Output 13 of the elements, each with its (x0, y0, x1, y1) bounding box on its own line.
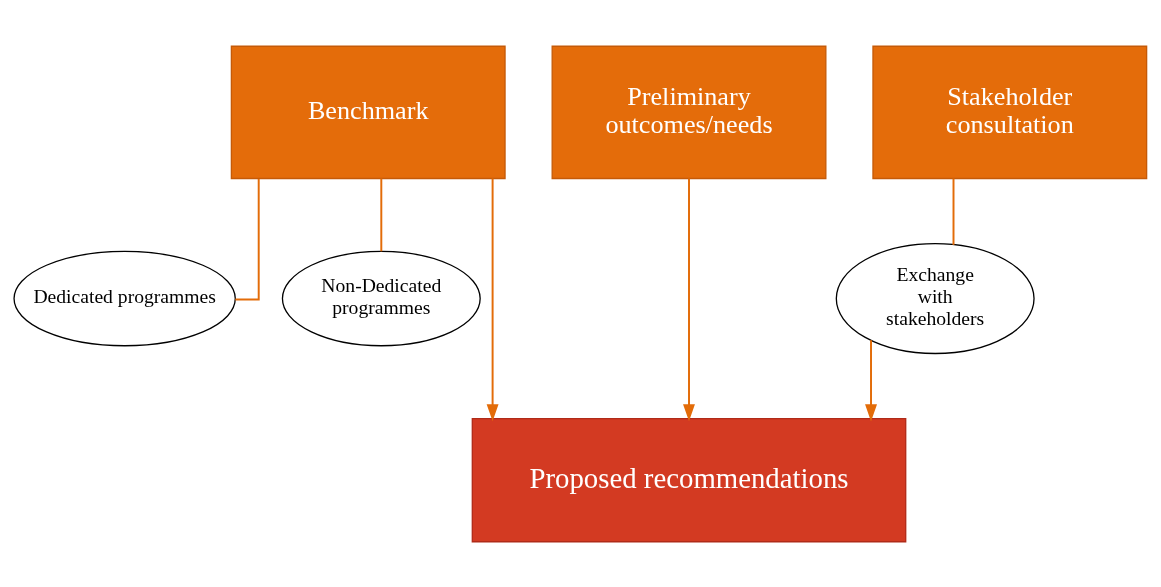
arrow (486, 177, 499, 421)
connector (234, 177, 260, 300)
node-box: Stakeholder consultation (872, 45, 1148, 179)
node-box: Preliminary outcomes/needs (551, 45, 827, 179)
node-box: Proposed recommendations (471, 417, 907, 542)
connector (380, 177, 383, 252)
connector (952, 177, 955, 246)
node-ellipse: Dedicated programmes (13, 250, 236, 346)
node-ellipse: Non-Dedicated programmes (281, 250, 481, 346)
node-ellipse: Exchange with stakeholders (835, 242, 1035, 354)
arrow (683, 177, 695, 421)
node-box: Benchmark (230, 45, 506, 179)
arrow (865, 338, 877, 421)
